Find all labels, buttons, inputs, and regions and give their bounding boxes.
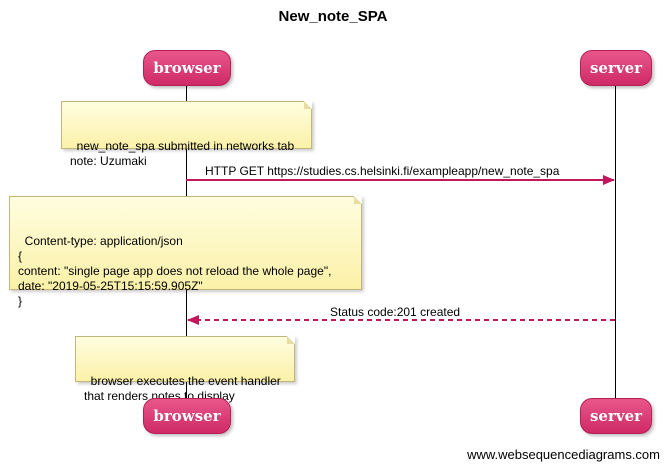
participant-browser-label: browser <box>153 59 221 77</box>
participant-server-bottom: server <box>580 398 652 434</box>
participant-server-label: server <box>589 59 643 77</box>
server-lifeline <box>615 84 616 398</box>
response-label: Status code:201 created <box>330 305 461 319</box>
participant-browser-label: browser <box>153 407 221 425</box>
diagram-title: New_note_SPA <box>278 8 388 25</box>
note-fold-icon <box>304 101 312 109</box>
note-handler: browser executes the event handler that … <box>75 336 295 403</box>
note-payload: Content-type: application/json { content… <box>9 196 362 308</box>
note-submitted-text: new_note_spa submitted in networks tab n… <box>70 139 295 168</box>
note-payload-text: Content-type: application/json { content… <box>18 234 332 308</box>
participant-browser-bottom: browser <box>143 398 231 434</box>
note-fold-icon <box>287 336 295 344</box>
participant-server-top: server <box>580 50 652 86</box>
note-handler-text: browser executes the event handler that … <box>84 374 281 403</box>
watermark-link[interactable]: www.websequencediagrams.com <box>467 447 660 462</box>
participant-browser-top: browser <box>143 50 231 86</box>
request-label: HTTP GET https://studies.cs.helsinki.fi/… <box>205 164 560 178</box>
participant-server-label: server <box>589 407 643 425</box>
note-submitted: new_note_spa submitted in networks tab n… <box>61 101 312 168</box>
note-fold-icon <box>354 196 362 204</box>
